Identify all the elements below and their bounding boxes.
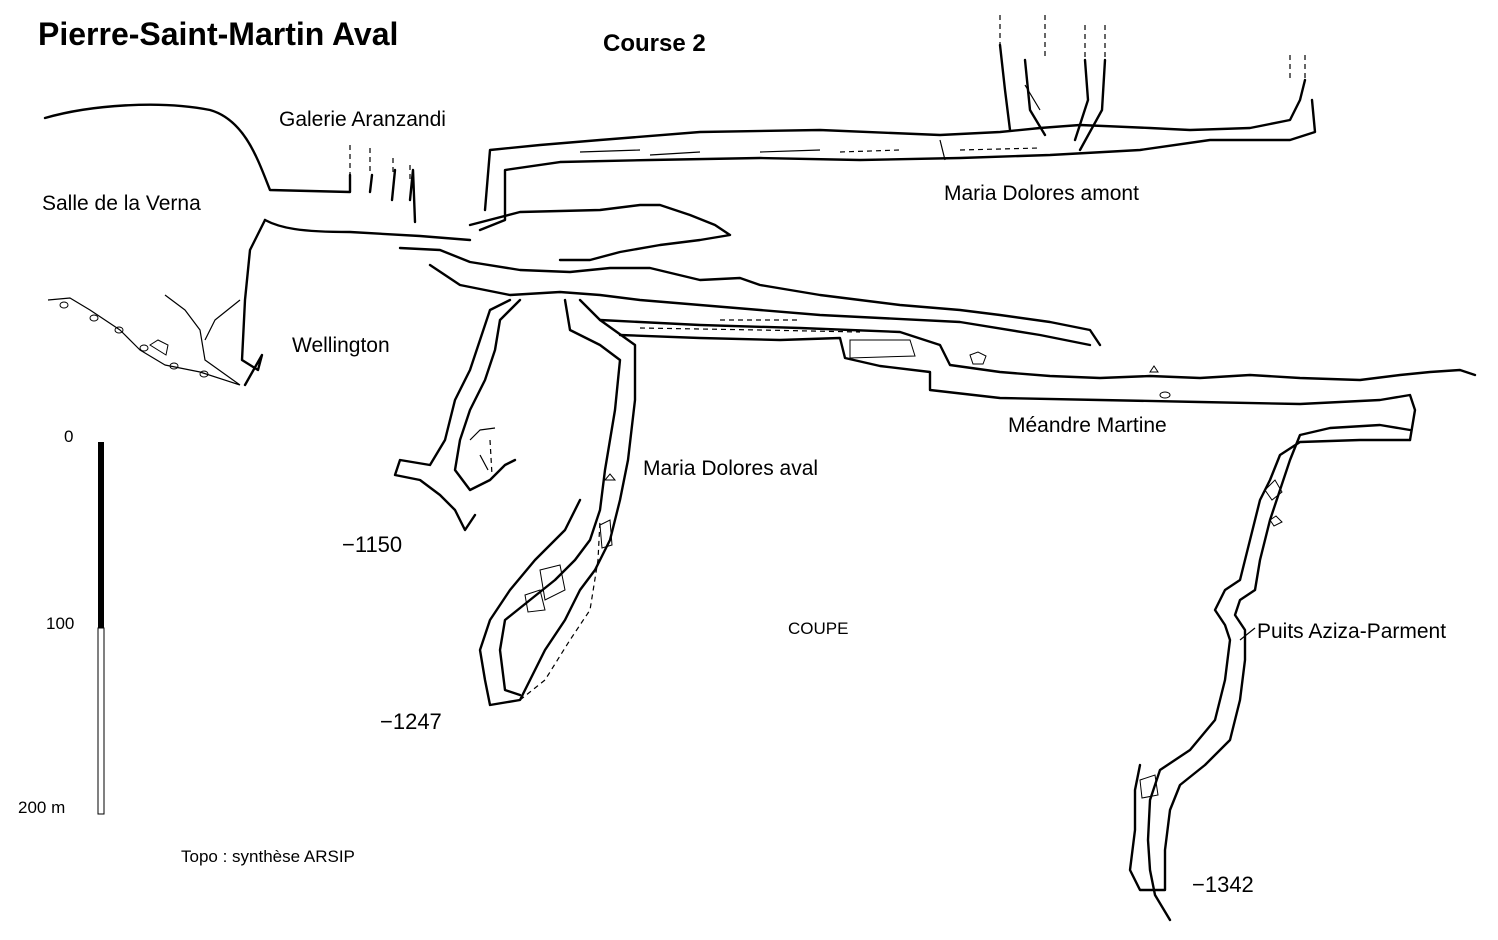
map-subtitle: Course 2 xyxy=(603,30,706,57)
aziza-wall-a xyxy=(1146,438,1412,922)
scale-label-0: 0 xyxy=(64,427,74,446)
verna-upper-wall xyxy=(43,103,417,224)
scale-label-100: 100 xyxy=(46,614,75,633)
aziza-blocks xyxy=(1139,479,1283,799)
aval-inner-blocks xyxy=(524,473,617,613)
aziza-wall-b xyxy=(1128,423,1412,892)
junction-lower xyxy=(428,263,1092,347)
aziza-leader xyxy=(1239,627,1256,641)
maria-dolores-amont-lower-wall xyxy=(478,98,1317,232)
verna-slope xyxy=(47,294,241,386)
maria-dolores-aval-wall-a xyxy=(498,298,622,697)
verna-floor xyxy=(240,218,267,387)
label-wellington: Wellington xyxy=(292,334,390,357)
meandre-dashed-floor xyxy=(639,319,861,333)
label-meandre-martine: Méandre Martine xyxy=(1008,414,1167,437)
label-maria-dolores-aval: Maria Dolores aval xyxy=(643,457,819,480)
aval-dashed-end xyxy=(519,519,601,701)
label-galerie-aranzandi: Galerie Aranzandi xyxy=(279,108,446,131)
amont-shafts xyxy=(998,43,1107,152)
wellington-side xyxy=(469,427,496,471)
depth-label-1247: −1247 xyxy=(380,709,442,734)
maria-dolores-aval-wall-b xyxy=(478,298,637,707)
aranzandi-shafts xyxy=(349,145,411,180)
verna-lower-wall xyxy=(263,218,472,242)
verna-boulders xyxy=(59,301,209,378)
amont-shaft-tops xyxy=(999,15,1306,80)
maria-dolores-amont-upper-wall xyxy=(483,78,1307,212)
amont-dashed-floor xyxy=(839,147,1041,153)
junction-upper xyxy=(468,203,732,262)
depth-label-1150: −1150 xyxy=(342,532,403,557)
meandre-blocks xyxy=(849,339,1171,399)
wellington-wall-b xyxy=(453,298,522,492)
scale-bar-black xyxy=(98,442,104,628)
depth-label-1342: −1342 xyxy=(1192,872,1254,897)
credit-text: Topo : synthèse ARSIP xyxy=(181,847,355,866)
meandre-lower-wall xyxy=(618,333,1417,442)
scale-label-200m: 200 m xyxy=(18,798,66,817)
label-maria-dolores-amont: Maria Dolores amont xyxy=(944,182,1139,205)
label-coupe: COUPE xyxy=(788,619,849,638)
wellington-wall-a xyxy=(393,298,512,532)
junction-middle xyxy=(398,246,1102,347)
amont-inner-lines xyxy=(579,84,1041,161)
map-title: Pierre-Saint-Martin Aval xyxy=(38,16,399,52)
meandre-upper-wall xyxy=(598,318,1477,382)
label-puits-aziza-parment: Puits Aziza-Parment xyxy=(1257,620,1447,643)
label-salle-verna: Salle de la Verna xyxy=(42,192,201,215)
wellington-dashed xyxy=(489,439,493,476)
scale-bar-white xyxy=(97,627,105,815)
